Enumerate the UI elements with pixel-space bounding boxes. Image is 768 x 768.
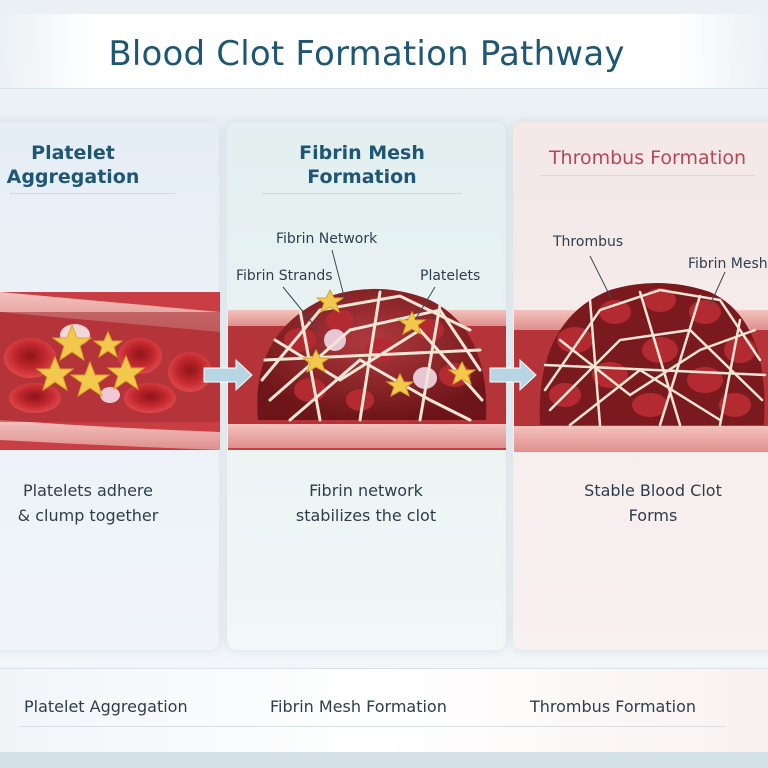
panel-2-caption-line2: stabilizes the clot [295, 506, 437, 525]
flow-arrow-icon [203, 358, 537, 392]
thrombus-clot [539, 282, 765, 425]
flow-summary-band [0, 668, 768, 753]
panel-2-caption: Fibrin network stabilizes the clot [266, 478, 466, 528]
panel-2-heading-rule [262, 193, 462, 194]
callout-lines-3 [589, 255, 726, 306]
callout-fibrin-mesh: Fibrin Mesh [688, 256, 768, 272]
title-band [0, 14, 768, 89]
callout-platelets: Platelets [420, 268, 481, 284]
panel-2-heading-line2: Formation [307, 166, 417, 188]
panel-1-heading-line1: Platelet [31, 142, 115, 164]
panel-3-heading: Thrombus Formation [548, 147, 747, 169]
flow-step-platelet-aggregation: Platelet Aggregation [24, 697, 188, 716]
bottom-strip [0, 752, 768, 768]
panel-2-heading: Fibrin Mesh Formation [252, 141, 472, 189]
panel-3-caption-line2: Forms [628, 506, 678, 525]
panel-3-heading-rule [540, 175, 755, 176]
platelet-star-icon [35, 323, 146, 398]
panel-1-caption: Platelets adhere & clump together [0, 478, 188, 528]
flow-summary-rule [20, 726, 725, 727]
callout-thrombus: Thrombus [553, 234, 624, 250]
flow-step-fibrin-mesh: Fibrin Mesh Formation [270, 697, 447, 716]
panel-1-caption-line2: & clump together [17, 506, 159, 525]
panel-1-heading-line2: Aggregation [6, 166, 140, 188]
callout-fibrin-strands: Fibrin Strands [236, 268, 333, 284]
panel-2-caption-line1: Fibrin network [309, 481, 423, 500]
callout-fibrin-network: Fibrin Network [276, 231, 378, 247]
panel-3-caption: Stable Blood Clot Forms [553, 478, 753, 528]
panel-1-heading-rule [10, 193, 175, 194]
thrombus-fibrin-mesh [543, 288, 767, 427]
flow-step-thrombus: Thrombus Formation [530, 697, 696, 716]
page-title: Blood Clot Formation Pathway [108, 34, 625, 74]
panel-1-caption-line1: Platelets adhere [22, 481, 153, 500]
callout-lines-2 [282, 249, 436, 331]
panel-2-heading-line1: Fibrin Mesh [299, 142, 425, 164]
platelets-2 [301, 288, 477, 398]
panel-3-caption-line1: Stable Blood Clot [584, 481, 722, 500]
panel-1-heading: Platelet Aggregation [0, 141, 158, 189]
